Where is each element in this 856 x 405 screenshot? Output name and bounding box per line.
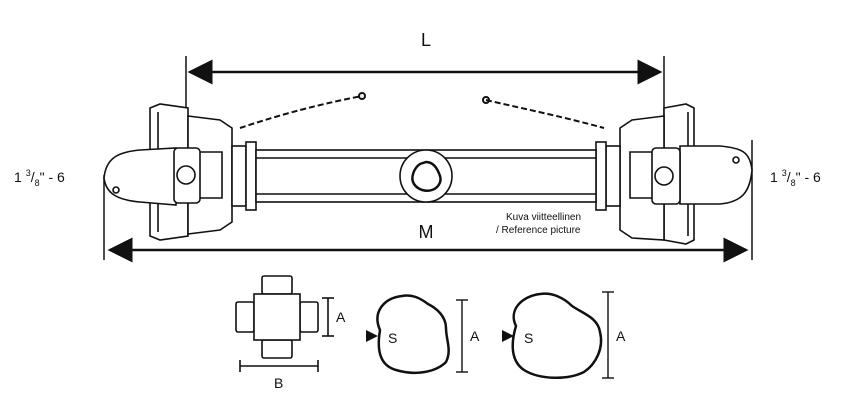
profile2-label-S: S	[524, 330, 533, 346]
cross-label-B: B	[274, 375, 283, 391]
profile-detail-2: S A	[502, 291, 626, 380]
label-M: M	[419, 222, 434, 242]
profile1-label-A: A	[470, 328, 480, 344]
dimension-L: L	[185, 30, 665, 140]
right-chain	[482, 96, 605, 129]
left-chain	[239, 92, 366, 129]
label-L: L	[421, 30, 431, 50]
central-shaft	[255, 149, 597, 203]
profile1-label-S: S	[388, 330, 397, 346]
left-spline-label: 1 3/8" - 6	[14, 168, 65, 188]
profile-detail-1: S A	[366, 294, 480, 374]
reference-caption-fi: Kuva viitteellinen	[506, 212, 581, 223]
reference-caption-en: / Reference picture	[496, 225, 581, 236]
left-guard-assembly	[103, 103, 257, 241]
profile2-label-A: A	[616, 328, 626, 344]
cross-joint-detail: A B	[235, 275, 346, 391]
cross-label-A: A	[336, 309, 346, 325]
right-guard-assembly	[595, 103, 753, 245]
right-spline-label: 1 3/8" - 6	[770, 168, 821, 188]
dimension-M: M	[103, 140, 753, 263]
